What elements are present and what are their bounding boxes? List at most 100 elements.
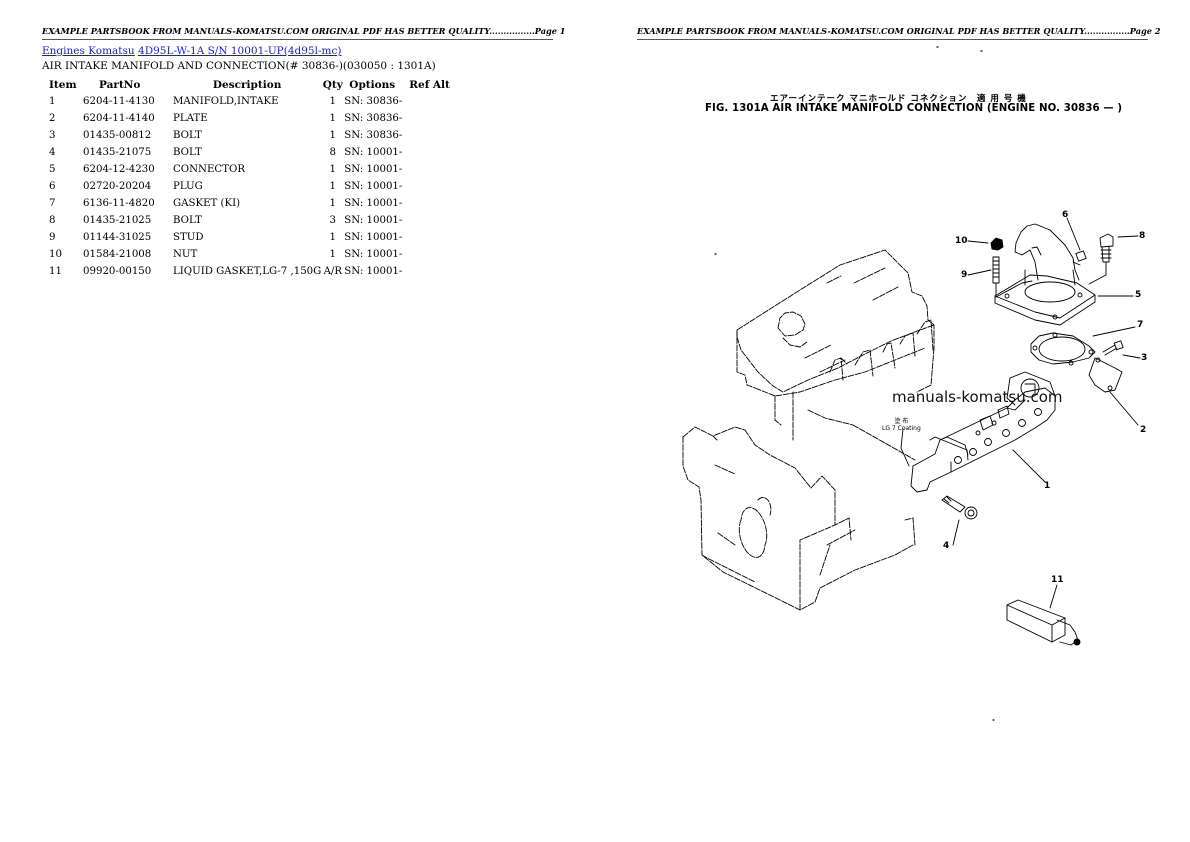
lg7-coating-note-text: LG 7 Coating [882, 425, 921, 432]
cell-options: SN: 10001- [344, 249, 403, 260]
cell-options: SN: 30836- [344, 130, 403, 141]
breadcrumb-link-model[interactable]: 4D95L-W-1A S/N 10001-UP(4d95l-mc) [138, 45, 342, 57]
table-header-row: Item PartNo Description Qty Options Ref … [44, 76, 459, 93]
cell-partno: 01435-21025 [83, 215, 152, 226]
col-header-qty: Qty [322, 78, 343, 91]
cell-qty: 1 [329, 181, 337, 192]
table-row: 8 01435-21025 BOLT 3 SN: 10001- [44, 212, 459, 229]
cell-partno: 6204-11-4130 [83, 96, 155, 107]
exploded-parts-diagram [682, 46, 1141, 721]
cell-description: LIQUID GASKET,LG-7 ,150G [173, 266, 322, 277]
cell-partno: 6204-12-4230 [83, 164, 155, 175]
table-row: 4 01435-21075 BOLT 8 SN: 10001- [44, 144, 459, 161]
table-row: 1 6204-11-4130 MANIFOLD,INTAKE 1 SN: 308… [44, 93, 459, 110]
page-header: EXAMPLE PARTSBOOK FROM MANUALS-KOMATSU.C… [637, 26, 1161, 40]
engine-block-drawing [682, 249, 935, 611]
breadcrumb-link-engines-komatsu[interactable]: Engines Komatsu [42, 45, 135, 57]
col-header-partno: PartNo [99, 78, 141, 91]
callout-6: 6 [1062, 210, 1069, 220]
watermark-text: manuals-komatsu.com [892, 388, 1063, 406]
section-title: AIR INTAKE MANIFOLD AND CONNECTION(# 308… [42, 60, 436, 72]
table-row: 7 6136-11-4820 GASKET (KI) 1 SN: 10001- [44, 195, 459, 212]
callout-3: 3 [1141, 353, 1148, 363]
liquid-gasket-tube-drawing [1006, 599, 1081, 646]
callout-10: 10 [955, 236, 968, 246]
cell-description: CONNECTOR [173, 164, 246, 175]
lg7-coating-note-jp: 塗 布 [894, 418, 909, 425]
cell-qty: 1 [329, 96, 337, 107]
cell-ref-alt [409, 263, 459, 280]
plug-drawing [1075, 250, 1087, 262]
cell-qty: 1 [329, 164, 337, 175]
cell-description: GASKET (KI) [173, 198, 241, 209]
cell-options: SN: 10001- [344, 198, 403, 209]
cell-options: SN: 10001- [344, 147, 403, 158]
table-row: 9 01144-31025 STUD 1 SN: 10001- [44, 229, 459, 246]
figure-title-japanese: エアーインテーク マニホールド コネクション 適 用 号 機 [770, 94, 1027, 104]
cell-options: SN: 30836- [344, 96, 403, 107]
callout-8: 8 [1139, 231, 1146, 241]
table-row: 5 6204-12-4230 CONNECTOR 1 SN: 10001- [44, 161, 459, 178]
cell-item: 5 [49, 164, 56, 175]
cell-partno: 01435-00812 [83, 130, 152, 141]
bolt-8-drawing [1088, 233, 1114, 285]
cell-qty: 1 [329, 198, 337, 209]
cell-item: 2 [49, 113, 56, 124]
breadcrumb: Engines Komatsu 4D95L-W-1A S/N 10001-UP(… [42, 45, 341, 57]
cell-options: SN: 10001- [344, 215, 403, 226]
callout-2: 2 [1140, 425, 1147, 435]
cell-ref-alt [409, 93, 459, 110]
cell-partno: 01435-21075 [83, 147, 152, 158]
cell-description: BOLT [173, 147, 202, 158]
table-row: 3 01435-00812 BOLT 1 SN: 30836- [44, 127, 459, 144]
cell-options: SN: 10001- [344, 181, 403, 192]
leader-lines [900, 217, 1141, 609]
cell-qty: 1 [329, 249, 337, 260]
cell-description: BOLT [173, 215, 202, 226]
cell-item: 6 [49, 181, 56, 192]
table-row: 2 6204-11-4140 PLATE 1 SN: 30836- [44, 110, 459, 127]
cell-ref-alt [409, 161, 459, 178]
plate-drawing [1088, 357, 1123, 393]
cell-partno: 01144-31025 [83, 232, 152, 243]
callout-7: 7 [1137, 320, 1144, 330]
cell-qty: 8 [329, 147, 337, 158]
col-header-description: Description [212, 78, 282, 91]
cell-partno: 6136-11-4820 [83, 198, 155, 209]
figure-title: FIG. 1301A AIR INTAKE MANIFOLD CONNECTIO… [705, 103, 1123, 114]
callout-1: 1 [1044, 481, 1051, 491]
cell-partno: 6204-11-4140 [83, 113, 155, 124]
scan-dots [714, 46, 995, 721]
cell-description: STUD [173, 232, 204, 243]
callout-4: 4 [943, 541, 950, 551]
gasket-drawing [1030, 332, 1096, 366]
cell-partno: 02720-20204 [83, 181, 152, 192]
cell-options: SN: 30836- [344, 113, 403, 124]
cell-partno: 01584-21008 [83, 249, 152, 260]
cell-partno: 09920-00150 [83, 266, 152, 277]
cell-options: SN: 10001- [344, 232, 403, 243]
bolt-3-drawing [1102, 340, 1124, 356]
cell-ref-alt [409, 229, 459, 246]
cell-item: 9 [49, 232, 56, 243]
cell-item: 4 [49, 147, 56, 158]
col-header-options: Options [349, 78, 396, 91]
col-header-item: Item [49, 78, 77, 91]
nut-10-drawing [990, 237, 1004, 251]
page-2: EXAMPLE PARTSBOOK FROM MANUALS-KOMATSU.C… [595, 0, 1190, 842]
cell-description: BOLT [173, 130, 202, 141]
table-row: 11 09920-00150 LIQUID GASKET,LG-7 ,150G … [44, 263, 459, 280]
bolt-4-drawing [941, 495, 978, 520]
cell-qty: 1 [329, 113, 337, 124]
cell-qty: 1 [329, 130, 337, 141]
cell-description: PLUG [173, 181, 203, 192]
stud-9-drawing [992, 256, 1033, 298]
cell-ref-alt [409, 212, 459, 229]
cell-ref-alt [409, 178, 459, 195]
callout-9: 9 [961, 270, 968, 280]
col-header-ref-alt: Ref Alt [409, 78, 450, 91]
cell-ref-alt [409, 195, 459, 212]
table-row: 10 01584-21008 NUT 1 SN: 10001- [44, 246, 459, 263]
cell-options: SN: 10001- [344, 164, 403, 175]
cell-qty: A/R [323, 266, 343, 277]
